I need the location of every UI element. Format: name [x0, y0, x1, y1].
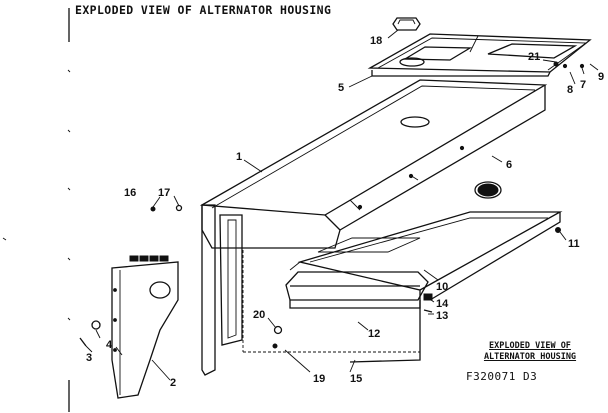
callout-11: 11 [568, 238, 580, 250]
callout-15: 15 [350, 373, 362, 385]
callout-20: 20 [253, 309, 265, 321]
callout-13: 13 [436, 310, 448, 322]
part-21-top-cover [367, 33, 592, 77]
callout-17: 17 [158, 187, 170, 199]
callout-14: 14 [436, 298, 449, 310]
callout-21: 21 [528, 51, 540, 63]
callout-1: 1 [236, 151, 242, 163]
callout-5: 5 [338, 82, 344, 94]
part-2-side-panel [111, 255, 179, 399]
callout-16: 16 [124, 187, 136, 199]
front-frame [201, 204, 420, 376]
callout-12: 12 [368, 328, 380, 340]
drawing-code: F320071 D3 [466, 370, 538, 383]
part-1-housing [199, 79, 548, 249]
callout-19: 19 [313, 373, 325, 385]
callout-3: 3 [86, 352, 92, 364]
callout-6: 6 [506, 159, 512, 171]
callout-10: 10 [436, 281, 448, 293]
callout-18: 18 [370, 35, 382, 47]
hardware-fasteners [79, 61, 585, 349]
caption-line-1: EXPLODED VIEW OF [489, 341, 571, 351]
callout-2: 2 [170, 377, 176, 389]
callout-8: 8 [567, 84, 573, 96]
callout-4: 4 [106, 339, 113, 351]
caption-line-2: ALTERNATOR HOUSING [483, 352, 577, 362]
margin-marks [2, 8, 71, 412]
part-18-cap [392, 17, 421, 31]
caption-box: EXPLODED VIEW OF ALTERNATOR HOUSING [460, 341, 600, 363]
callout-labels: 1 2 3 4 5 6 7 8 9 10 11 12 13 14 15 16 1… [86, 35, 604, 389]
diagram-title: EXPLODED VIEW OF ALTERNATOR HOUSING [75, 3, 332, 17]
callout-leaders [85, 29, 599, 381]
callout-7: 7 [580, 79, 586, 91]
callout-9: 9 [598, 71, 604, 83]
part-12-inner-tray [285, 237, 429, 309]
